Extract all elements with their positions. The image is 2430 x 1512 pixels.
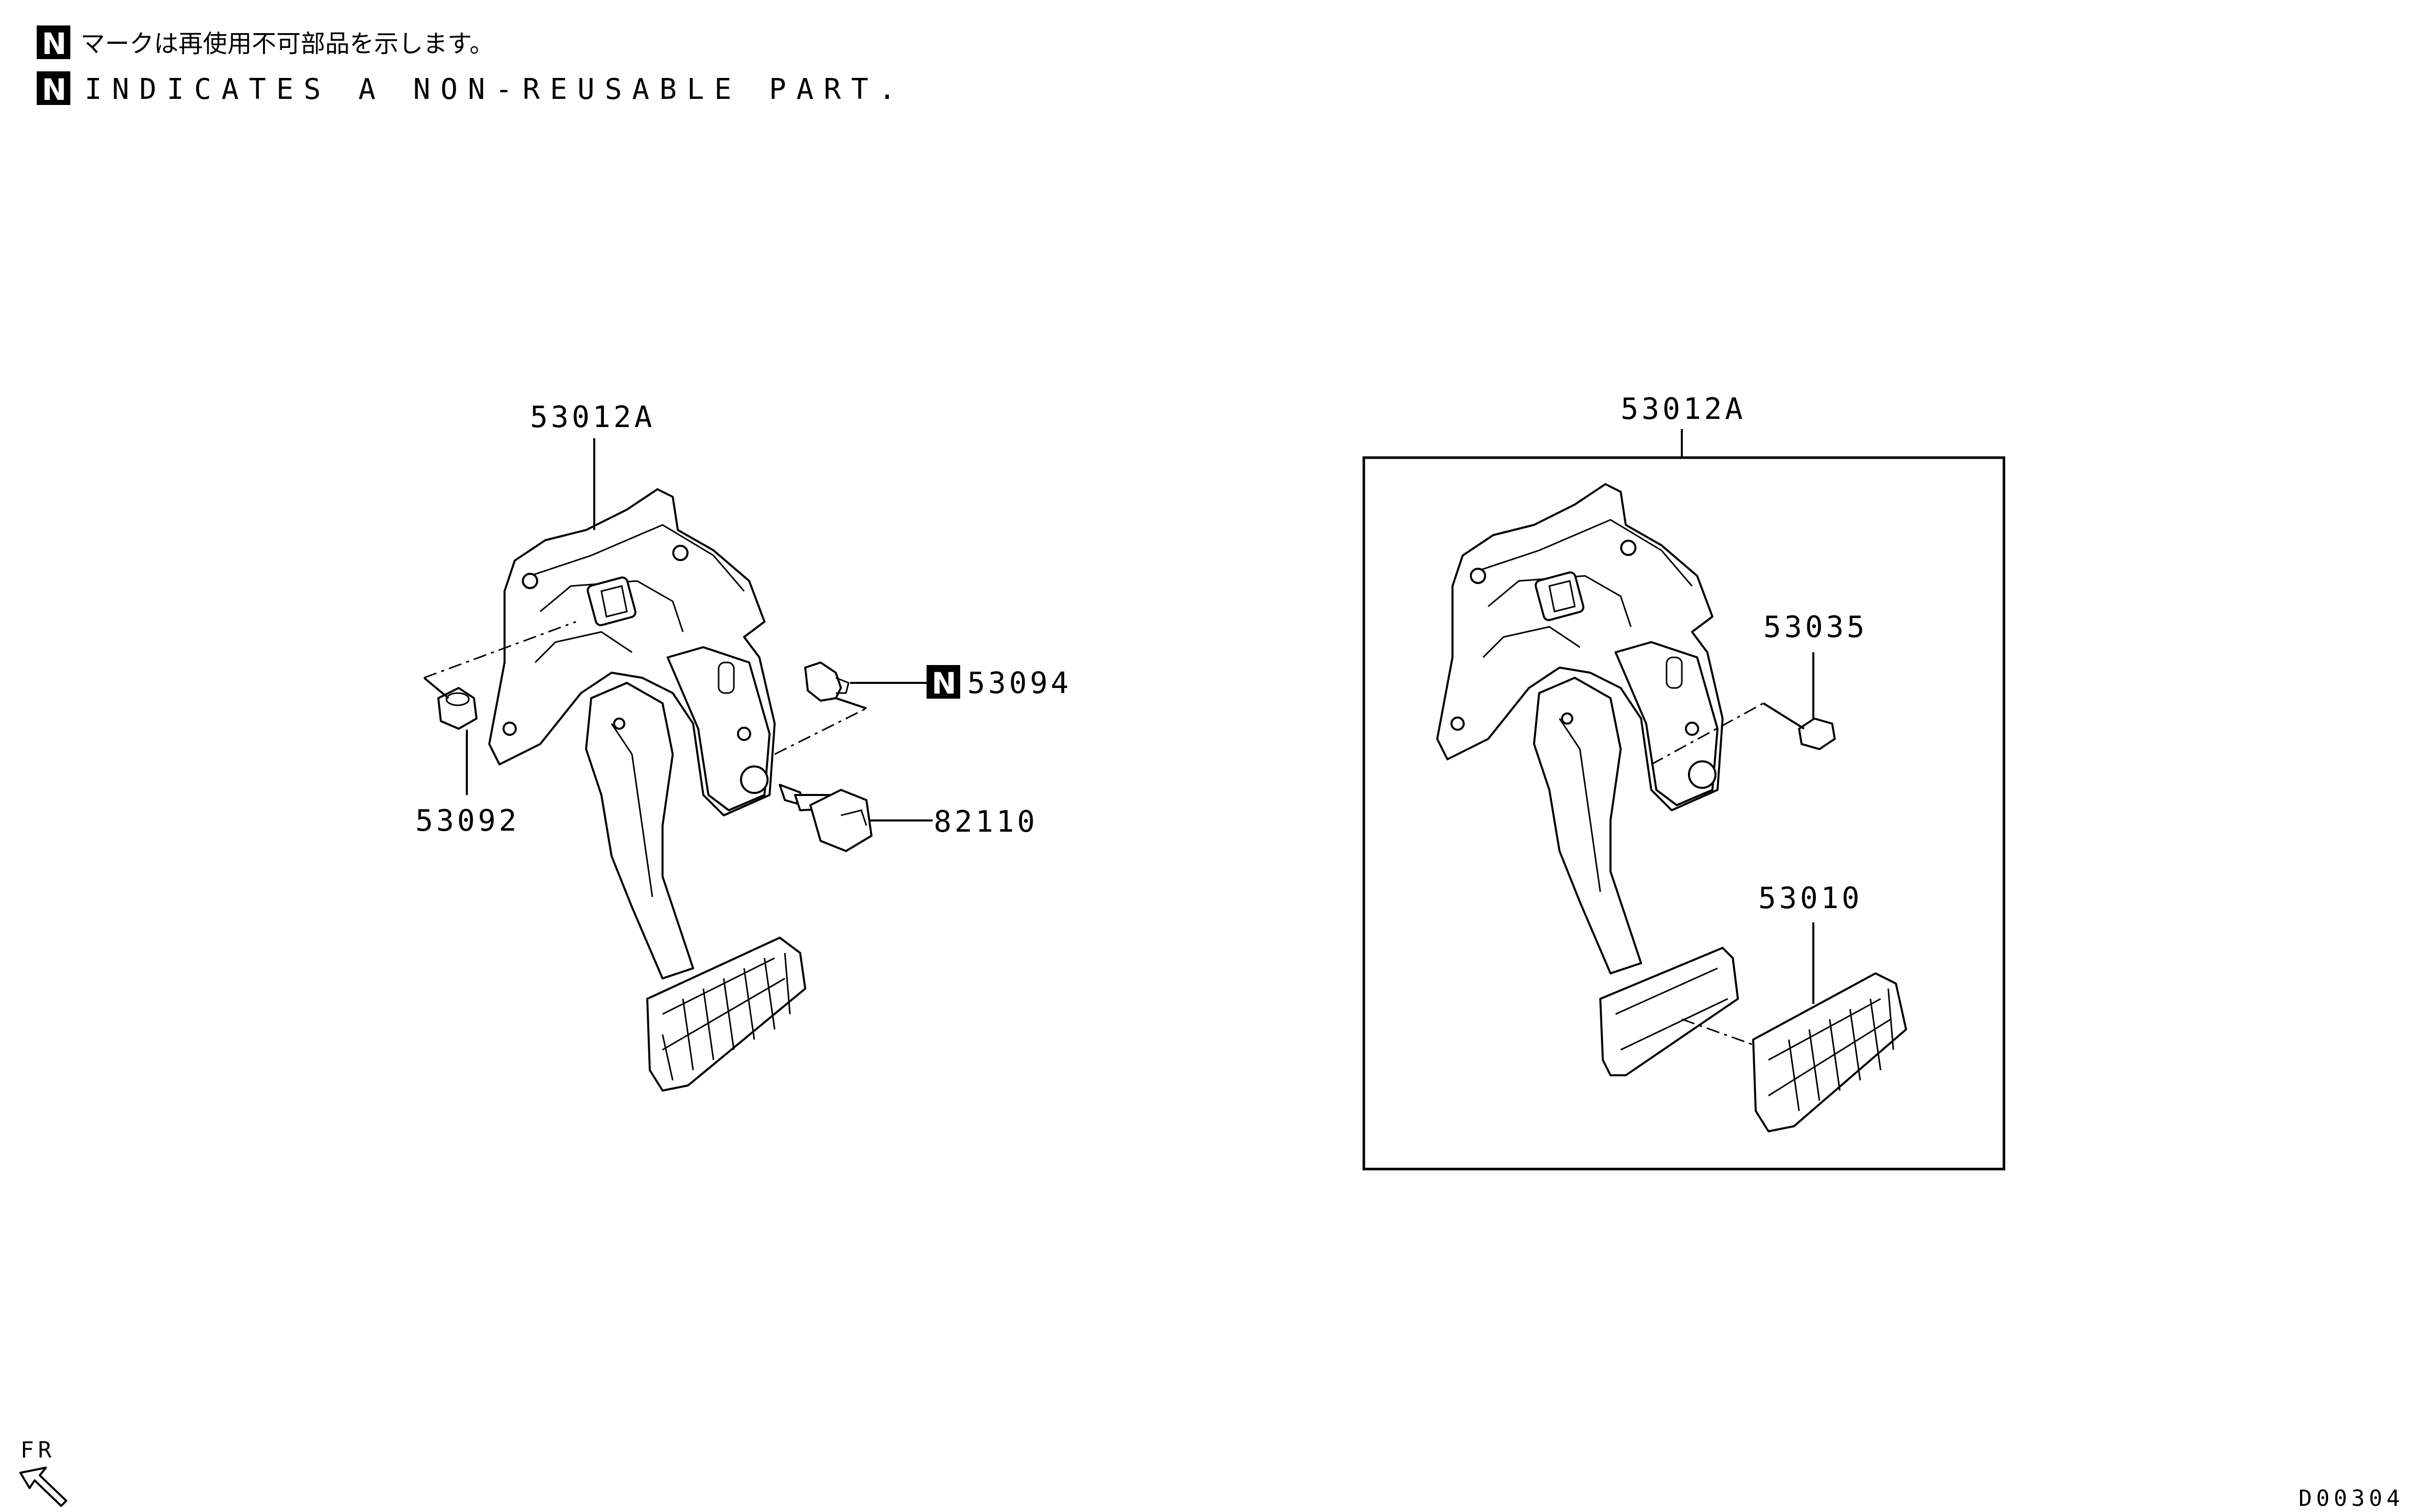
right-stopper-53035 bbox=[1798, 718, 1836, 750]
left-pedal-assembly bbox=[488, 488, 806, 1092]
left-clip-53094 bbox=[804, 661, 850, 702]
right-assembly-frame bbox=[1362, 456, 2005, 1171]
label-82110: 82110 bbox=[934, 804, 1038, 839]
legend-badge-en-letter: N bbox=[42, 72, 67, 107]
legend-line-jp: マークは再使用不可部品を示します。 bbox=[81, 30, 494, 58]
legend-badge-jp-letter: N bbox=[42, 26, 67, 61]
label-53094: 53094 bbox=[967, 666, 1072, 700]
label-53092: 53092 bbox=[415, 803, 520, 838]
left-switch-82110 bbox=[779, 784, 873, 852]
left-clip-dash-end bbox=[835, 697, 867, 709]
label-53035: 53035 bbox=[1763, 609, 1868, 644]
right-stopper-dash-end bbox=[1762, 702, 1805, 730]
label-53010: 53010 bbox=[1758, 881, 1863, 915]
non-reusable-badge-letter: N bbox=[932, 666, 957, 701]
legend-badge-en bbox=[37, 71, 70, 105]
label-left-53012A: 53012A bbox=[530, 400, 655, 434]
right-pedal-assembly bbox=[1436, 483, 1739, 1076]
non-reusable-badge-icon bbox=[927, 665, 960, 699]
left-clip-dash bbox=[774, 707, 867, 755]
direction-label: FR bbox=[20, 1437, 56, 1463]
legend-badge-jp bbox=[37, 25, 70, 59]
legend: N マークは再使用不可部品を示します。 N INDICATES A NON-RE… bbox=[37, 25, 906, 107]
left-nut-dash bbox=[424, 621, 576, 679]
left-nut-dash-end bbox=[423, 677, 450, 699]
front-direction-arrow-icon bbox=[19, 1467, 67, 1507]
right-pad-53010 bbox=[1752, 972, 1907, 1132]
legend-line-en: INDICATES A NON-REUSABLE PART. bbox=[85, 73, 906, 106]
diagram-code: D00304 bbox=[2299, 1486, 2404, 1511]
right-pad-dash bbox=[1681, 1018, 1754, 1046]
label-right-53012A: 53012A bbox=[1621, 391, 1746, 426]
right-stopper-dash bbox=[1651, 702, 1764, 765]
